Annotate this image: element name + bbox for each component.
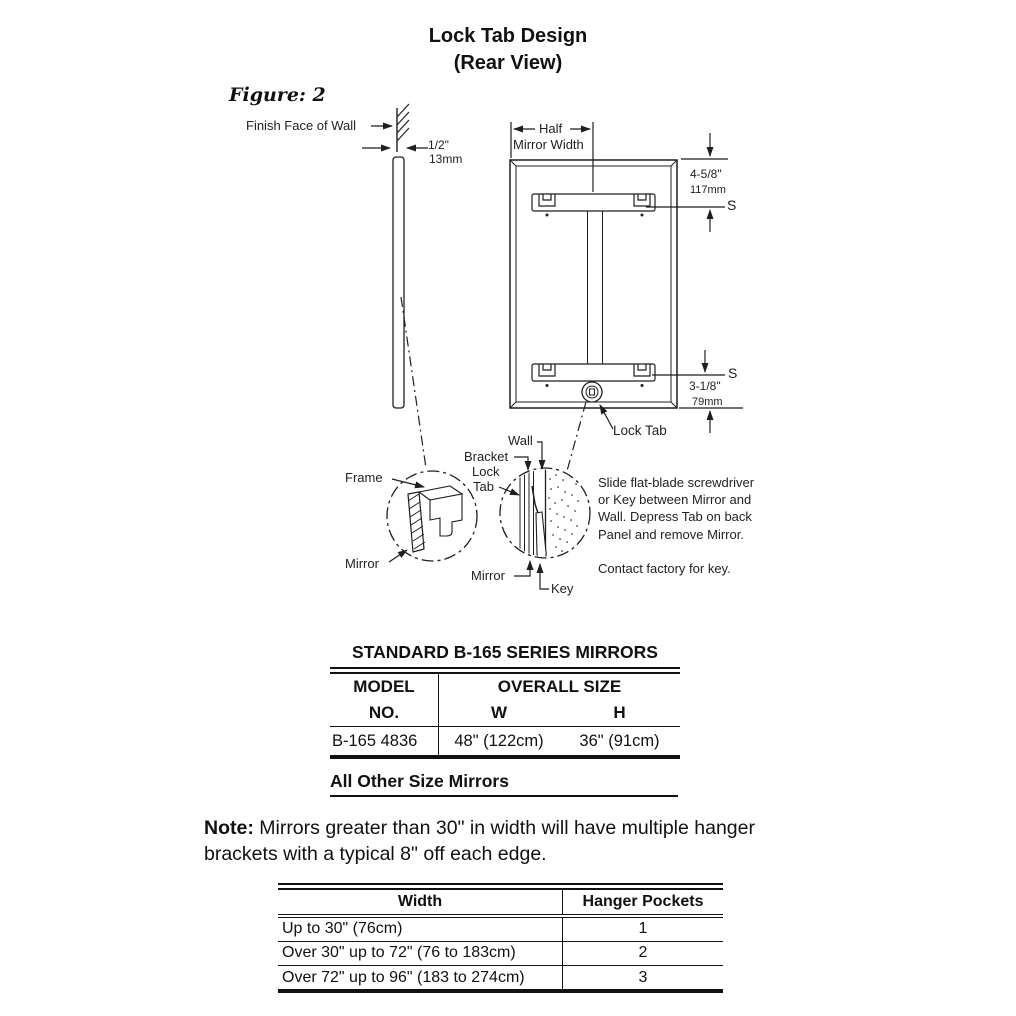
- lock-label: Lock: [472, 464, 500, 479]
- center-channel: [587, 211, 603, 364]
- note-paragraph: Note: Mirrors greater than 30" in width …: [204, 816, 782, 867]
- s-bottom-label: S: [728, 365, 738, 381]
- table-rule: [278, 883, 723, 890]
- page-title-line1: Lock Tab Design: [428, 25, 588, 47]
- model-header-line2: NO.: [368, 702, 400, 722]
- table-row: Over 72" up to 96" (183 to 274cm) 3: [278, 966, 723, 990]
- table-rule: [330, 667, 680, 674]
- table-rule: [278, 964, 723, 967]
- mirror-mid-label: Mirror: [471, 568, 505, 583]
- detail-leader-dashdot: [566, 401, 587, 472]
- tab-leader-arrow: [498, 486, 520, 496]
- key-label: Key: [551, 581, 574, 596]
- s-top-label: S: [727, 197, 737, 213]
- hanger-pockets-table: Width Hanger Pockets Up to 30" (76cm) 1 …: [278, 883, 723, 993]
- other-sizes-heading: All Other Size Mirrors: [330, 771, 678, 797]
- finish-face-of-wall-label: Finish Face of Wall: [246, 118, 357, 133]
- table-row: Up to 30" (76cm) 1: [278, 917, 723, 941]
- mirror-width-label: Mirror Width: [513, 137, 584, 152]
- pockets-count-cell: 3: [562, 966, 723, 990]
- standard-mirrors-table: STANDARD B-165 SERIES MIRRORS MODEL OVER…: [330, 642, 680, 759]
- lock-tab-leader-arrow: [599, 404, 614, 430]
- pockets-count-cell: 1: [562, 917, 723, 941]
- bracket-label: Bracket: [464, 449, 509, 464]
- pockets-count-cell: 2: [562, 941, 723, 965]
- page-title-line2: (Rear View): [453, 52, 563, 74]
- half-label: Half: [539, 121, 563, 136]
- figure-label: Figure: 2: [229, 84, 326, 106]
- note-text: Mirrors greater than 30" in width will h…: [204, 817, 755, 865]
- removal-instructions: Slide flat-blade screwdriver or Key betw…: [598, 475, 755, 542]
- lock-tab-label: Lock Tab: [613, 423, 667, 438]
- wall-stipple: [548, 474, 579, 552]
- standard-table-title: STANDARD B-165 SERIES MIRRORS: [352, 642, 658, 662]
- hanger-hook: [538, 364, 556, 377]
- hanger-bracket-top: [531, 193, 656, 212]
- wall-leader-arrow: [537, 441, 546, 470]
- bracket-leader-arrow: [514, 456, 532, 471]
- mirror-layers: [519, 470, 534, 557]
- table-rule: [330, 755, 680, 759]
- dim-bottom-inches-label: 3-1/8": [689, 379, 721, 393]
- mirror-mid-leader-arrow: [514, 560, 534, 577]
- width-range-cell: Over 30" up to 72" (76 to 183cm): [282, 944, 516, 962]
- mirror-side-view: [392, 156, 405, 409]
- width-column-header: W: [438, 699, 559, 726]
- overall-size-header: OVERALL SIZE: [438, 673, 680, 700]
- thickness-inches-label: 1/2": [428, 138, 449, 152]
- wall-section-drawing: [362, 103, 428, 409]
- right-dimensions: [646, 133, 743, 433]
- frame-label: Frame: [345, 470, 383, 485]
- thickness-mm-label: 13mm: [429, 152, 463, 166]
- frame-front-face: [429, 493, 463, 537]
- table-rule: [278, 989, 723, 993]
- table-row: Over 30" up to 72" (76 to 183cm) 2: [278, 941, 723, 965]
- half-width-dimension: [510, 122, 594, 192]
- wall-label: Wall: [508, 433, 533, 448]
- hanger-pockets-header: Hanger Pockets: [562, 889, 723, 914]
- hanger-hook: [538, 194, 556, 207]
- dim-bottom-mm-label: 79mm: [692, 396, 723, 408]
- contact-factory-note: Contact factory for key.: [598, 561, 731, 576]
- frame-detail-drawing: [386, 470, 478, 563]
- mirror-leader-arrow: [388, 549, 408, 563]
- dim-top-inches-label: 4-5/8": [690, 167, 722, 181]
- width-range-cell: Up to 30" (76cm): [282, 920, 403, 937]
- key-blade: [535, 511, 547, 557]
- height-value-cell: 36" (91cm): [579, 731, 660, 750]
- key-leader-arrow: [536, 563, 549, 590]
- table-rule: [278, 913, 723, 918]
- detail-leader-dashdot: [400, 296, 427, 469]
- width-value-cell: 48" (122cm): [438, 727, 559, 756]
- hanger-hook: [633, 364, 651, 377]
- lock-tab-symbol: [581, 381, 603, 403]
- mirror-left-label: Mirror: [345, 556, 379, 571]
- frame-leader-arrow: [391, 478, 425, 489]
- model-header-line1: MODEL: [353, 676, 415, 696]
- height-column-header: H: [613, 702, 626, 722]
- page-title: Lock Tab Design (Rear View): [0, 23, 1016, 77]
- cross-section-detail-drawing: [498, 441, 591, 590]
- width-range-cell: Over 72" up to 96" (183 to 274cm): [282, 968, 525, 986]
- table-row: B-165 4836 48" (122cm) 36" (91cm): [330, 727, 680, 756]
- figure-2-drawing: [362, 103, 743, 590]
- dim-top-mm-label: 117mm: [690, 184, 726, 196]
- table-rule: [278, 940, 723, 942]
- tab-label: Tab: [473, 479, 494, 494]
- mirror-rear-view-drawing: [509, 159, 678, 409]
- model-no-cell: B-165 4836: [332, 731, 418, 750]
- hanger-hook: [633, 194, 651, 207]
- width-header: Width: [397, 892, 443, 910]
- table-rule: [330, 725, 680, 728]
- note-label: Note:: [204, 817, 254, 839]
- hanger-bracket-bottom: [531, 363, 656, 382]
